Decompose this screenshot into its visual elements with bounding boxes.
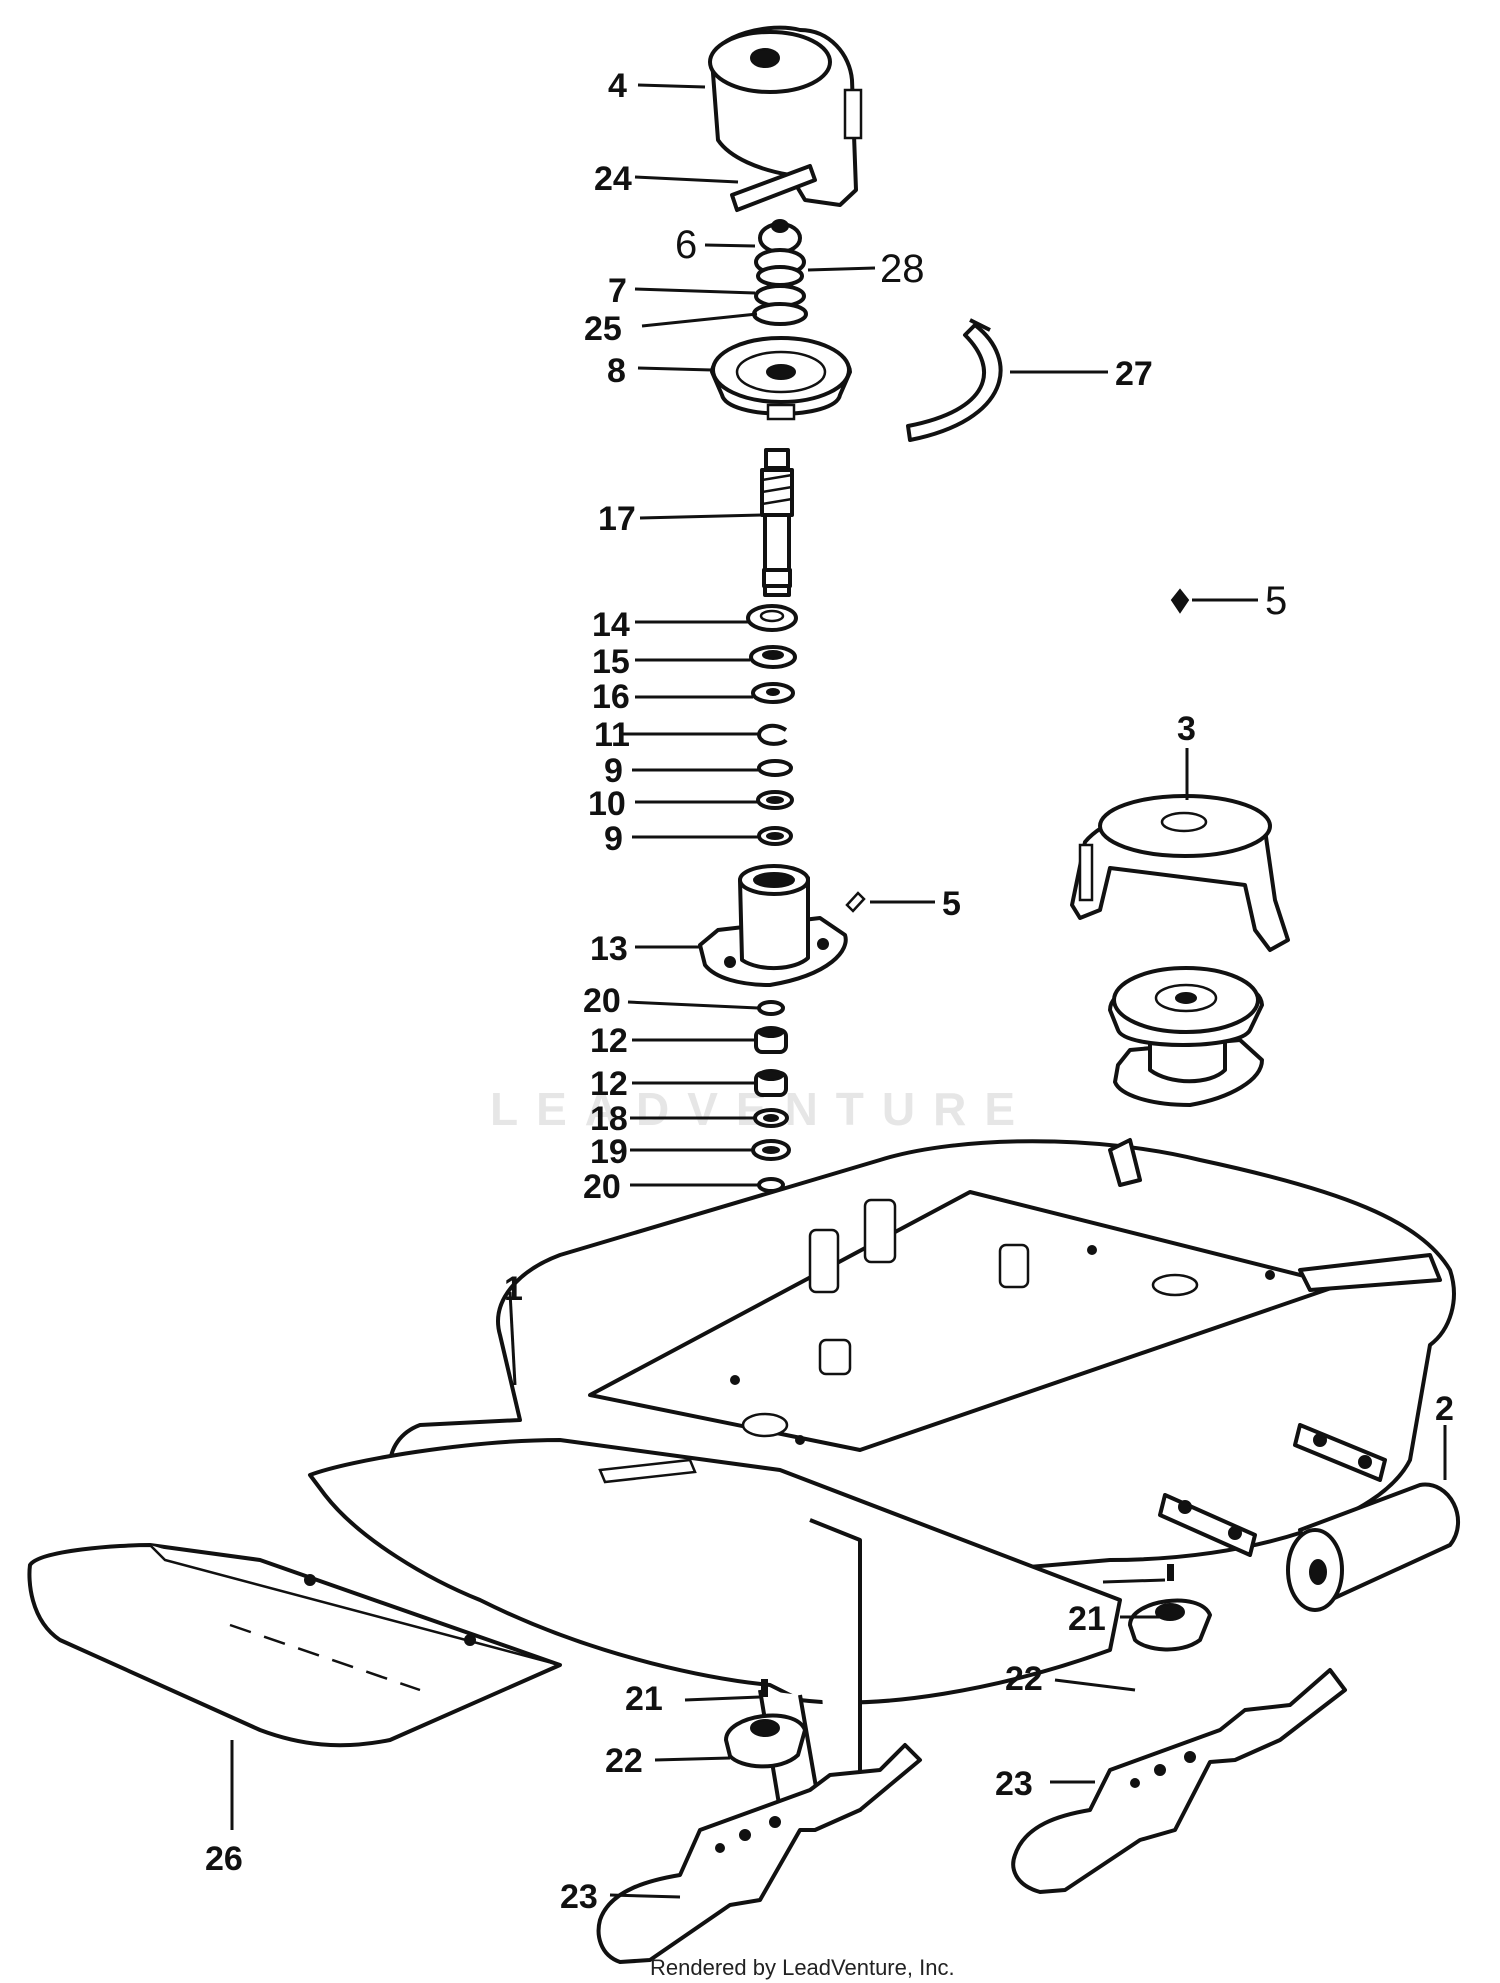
callout-8: 8	[607, 352, 626, 390]
callout-18: 18	[590, 1100, 628, 1138]
roller-bracket-lower	[1158, 1493, 1257, 1557]
callout-20-b: 20	[583, 1168, 621, 1206]
callout-22-left: 22	[605, 1742, 643, 1780]
callout-28: 28	[880, 247, 925, 291]
callout-10: 10	[588, 785, 626, 823]
part-15-spring-washer	[749, 645, 797, 669]
callout-20-a: 20	[583, 982, 621, 1020]
part-27-belt	[906, 318, 1003, 442]
callout-13: 13	[590, 930, 628, 968]
callout-22-right: 22	[1005, 1660, 1043, 1698]
roller-bracket-upper	[1293, 1423, 1387, 1482]
right-spindle-assembly	[1108, 966, 1264, 1107]
part-2-roller	[1286, 1482, 1461, 1612]
part-9-washer-b	[757, 826, 793, 846]
part-19-washer	[751, 1139, 791, 1161]
part-13-spindle-housing	[698, 864, 848, 987]
leader-lines	[230, 83, 1447, 1899]
part-12-bearing-b	[754, 1069, 788, 1097]
callout-1: 1	[504, 1270, 523, 1308]
callout-7: 7	[608, 272, 627, 310]
part-21-bolt-right	[1167, 1564, 1174, 1581]
callout-25: 25	[584, 310, 622, 348]
footer-credit: Rendered by LeadVenture, Inc.	[650, 1955, 955, 1980]
watermark-text: LEADVENTURE	[490, 1083, 1033, 1135]
part-5-grease-fitting-a	[845, 891, 866, 913]
callout-27: 27	[1115, 355, 1153, 393]
part-24-rod	[730, 164, 817, 212]
part-22-adapter-left	[724, 1713, 807, 1769]
callout-12-b: 12	[590, 1065, 628, 1103]
callout-23-left: 23	[560, 1878, 598, 1916]
callout-16: 16	[592, 678, 630, 716]
callout-9-b: 9	[604, 820, 623, 858]
part-6-cap-nut	[758, 219, 802, 254]
part-11-retaining-ring	[757, 723, 788, 746]
callout-19: 19	[590, 1133, 628, 1171]
callout-5-upper: 5	[1265, 579, 1287, 623]
callout-11: 11	[594, 716, 630, 754]
callout-15: 15	[592, 643, 630, 681]
part-18-washer	[753, 1108, 789, 1128]
callout-12-a: 12	[590, 1022, 628, 1060]
part-12-bearing-a	[754, 1026, 788, 1054]
part-26-discharge-chute	[27, 1543, 562, 1748]
callout-21-right: 21	[1068, 1600, 1106, 1638]
part-28-nut	[754, 248, 806, 287]
callout-17: 17	[598, 500, 636, 538]
callout-6: 6	[675, 223, 697, 267]
callout-21-left: 21	[625, 1680, 663, 1718]
callout-3: 3	[1177, 710, 1196, 748]
callout-23-right: 23	[995, 1765, 1033, 1803]
part-23-blade-right	[1011, 1668, 1347, 1894]
part-22-adapter-right	[1128, 1598, 1212, 1652]
part-1-mower-deck	[308, 1138, 1456, 1812]
callout-2: 2	[1435, 1390, 1454, 1428]
part-17-spindle-shaft	[760, 448, 794, 597]
callouts: 4 24 6 28 7 25 8 27 17 5 14 15 16 11 9 1…	[205, 67, 1454, 1916]
part-25-spacer	[752, 302, 808, 326]
part-16-washer	[751, 682, 795, 704]
part-5-grease-fitting-b	[1170, 588, 1190, 614]
callout-14: 14	[592, 606, 630, 644]
part-4-belt-guard	[708, 25, 863, 207]
callout-24: 24	[594, 160, 632, 198]
part-21-bolt-left	[761, 1679, 768, 1697]
callout-9-a: 9	[604, 752, 623, 790]
callout-26: 26	[205, 1840, 243, 1878]
part-3-belt-guard	[1070, 794, 1290, 952]
part-9-washer-a	[757, 759, 793, 777]
part-10-washer	[756, 790, 794, 810]
part-20-ring-a	[757, 1000, 785, 1016]
part-14-seal	[746, 604, 798, 632]
callout-4: 4	[608, 67, 627, 105]
part-23-blade-left	[596, 1743, 922, 1964]
part-8-pulley	[710, 336, 852, 421]
callout-5-middle: 5	[942, 885, 961, 923]
